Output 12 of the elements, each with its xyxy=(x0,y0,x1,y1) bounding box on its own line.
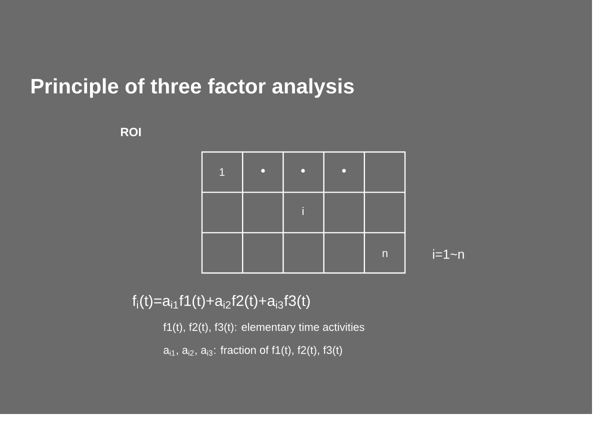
slide-title: Principle of three factor analysis xyxy=(32,78,354,98)
cell-dot: • xyxy=(301,168,305,173)
cell-dot: • xyxy=(261,168,265,173)
cell-text: i xyxy=(302,207,304,215)
cell-text: 1 xyxy=(220,168,225,176)
cell-text: n xyxy=(382,251,388,257)
index-range: i=1~n xyxy=(433,249,464,259)
cell-dot: • xyxy=(342,168,346,173)
formula-note: f1(t), f2(t), f3(t): elementary time activities xyxy=(163,322,364,334)
formula-note: a$_{i1}$, a$_{i2}$, a$_{i3}$: fraction of f1(t), f2(t), f3(t) xyxy=(164,346,342,356)
formula: f$_{i}$(t)=a$_{i1}$f1(t)+a$_{i2}$f2(t)+a$_{i3}$f3(t) xyxy=(132,295,310,309)
region-label: ROI xyxy=(121,128,141,136)
